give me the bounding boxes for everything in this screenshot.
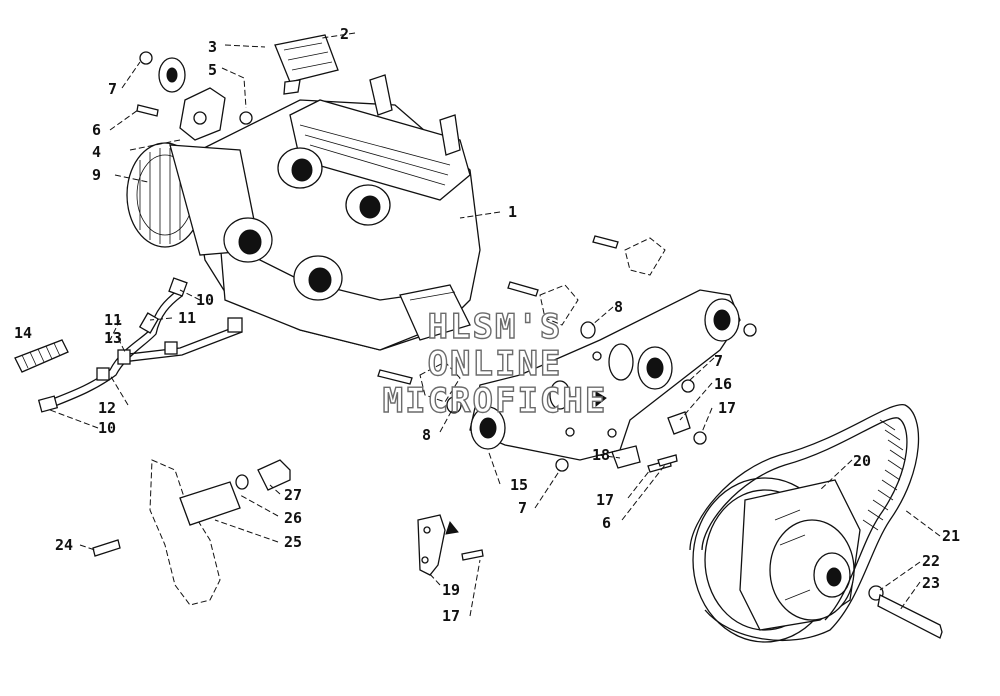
callout-label-7c: 7 (518, 499, 527, 517)
engine-assembly (126, 74, 481, 351)
nut-7-top (743, 323, 757, 337)
bolt-6 (136, 104, 159, 117)
bracket-19 (417, 514, 484, 576)
bracket-18 (611, 445, 641, 469)
bolt-lower (377, 369, 413, 385)
nut-5 (239, 111, 253, 125)
spacer-26 (179, 481, 241, 526)
bearing-low (470, 406, 506, 450)
nut-7-mid (681, 379, 695, 393)
callout-label-17c: 17 (442, 607, 460, 625)
callout-label-8b: 8 (422, 426, 431, 444)
watermark-line-1: HLSM'S (428, 307, 563, 347)
callout-label-19: 19 (442, 581, 460, 599)
bolt-23 (877, 594, 943, 639)
mount-bracket-4 (179, 87, 226, 141)
clip-16 (667, 411, 691, 435)
callout-label-25: 25 (284, 533, 302, 551)
callout-label-10a: 10 (196, 291, 214, 309)
bolt-6b (657, 454, 678, 467)
gauge-part-2 (274, 34, 339, 95)
callout-label-23: 23 (922, 574, 940, 592)
arrow-marker (595, 391, 607, 408)
callout-label-4: 4 (92, 143, 101, 161)
watermark-line-3: MICROFICHE (383, 381, 608, 421)
spring-part-14 (14, 339, 69, 373)
callout-label-17b: 17 (596, 491, 614, 509)
leader-lines (49, 32, 941, 617)
callout-label-9: 9 (92, 166, 101, 184)
callout-label-14: 14 (14, 324, 32, 342)
callout-label-5: 5 (208, 61, 217, 79)
callout-label-1: 1 (508, 203, 517, 221)
callout-label-24: 24 (55, 536, 73, 554)
watermark: HLSM'S ONLINE MICROFICHE (382, 306, 608, 421)
washer-8 (580, 321, 596, 339)
bolt-27 (257, 459, 291, 491)
callout-label-15: 15 (510, 476, 528, 494)
bearing-top (704, 298, 740, 342)
callout-label-11b: 11 (178, 309, 196, 327)
bolt-mid (507, 281, 539, 297)
washer-8b (446, 396, 462, 414)
callout-label-6b: 6 (602, 514, 611, 532)
callout-label-13: 13 (104, 329, 122, 347)
bearing-mid (637, 346, 673, 390)
drive-belt-21 (689, 403, 920, 641)
drive-clutch-20 (692, 477, 861, 643)
gear-part-7 (158, 57, 186, 93)
callout-label-18: 18 (592, 446, 610, 464)
watermark-line-2: ONLINE (428, 344, 563, 384)
callout-label-11a: 11 (104, 311, 122, 329)
engine-mount-plate (92, 459, 291, 606)
nut-7-low (555, 458, 569, 472)
callout-label-27: 27 (284, 486, 302, 504)
bolt-upper (592, 235, 619, 249)
callout-label-26: 26 (284, 509, 302, 527)
bolt-24 (92, 539, 121, 557)
nut-7 (139, 51, 153, 65)
callout-label-10b: 10 (98, 419, 116, 437)
callout-label-22: 22 (922, 552, 940, 570)
callout-label-16: 16 (714, 375, 732, 393)
washer-27 (235, 474, 249, 490)
intake-ports (223, 147, 391, 301)
callout-label-17a: 17 (718, 399, 736, 417)
callout-label-6a: 6 (92, 121, 101, 139)
callout-label-7b: 7 (714, 352, 723, 370)
callout-label-3: 3 (208, 38, 217, 56)
callout-label-7a: 7 (108, 80, 117, 98)
chaincase-plate (469, 289, 741, 461)
callout-1-label-2: 2 (340, 25, 349, 43)
callout-label-8a: 8 (614, 298, 623, 316)
callout-labels: 2 3 5 7 6 4 9 1 10 11 11 13 14 12 10 8 7… (14, 25, 960, 625)
callout-label-21: 21 (942, 527, 960, 545)
callout-label-20: 20 (853, 452, 871, 470)
screw-17 (693, 431, 707, 445)
callout-label-12: 12 (98, 399, 116, 417)
